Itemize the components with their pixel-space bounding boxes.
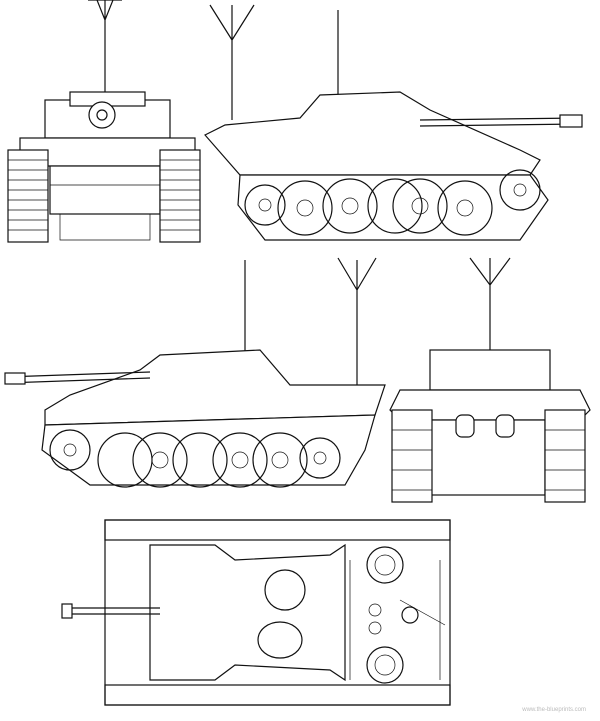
- side-view-left: [4, 257, 386, 488]
- front-view: [7, 0, 201, 243]
- rear-view: [389, 257, 591, 503]
- watermark: www.the-blueprints.com: [522, 707, 586, 713]
- top-view: [61, 519, 451, 706]
- side-view-right: [204, 4, 583, 241]
